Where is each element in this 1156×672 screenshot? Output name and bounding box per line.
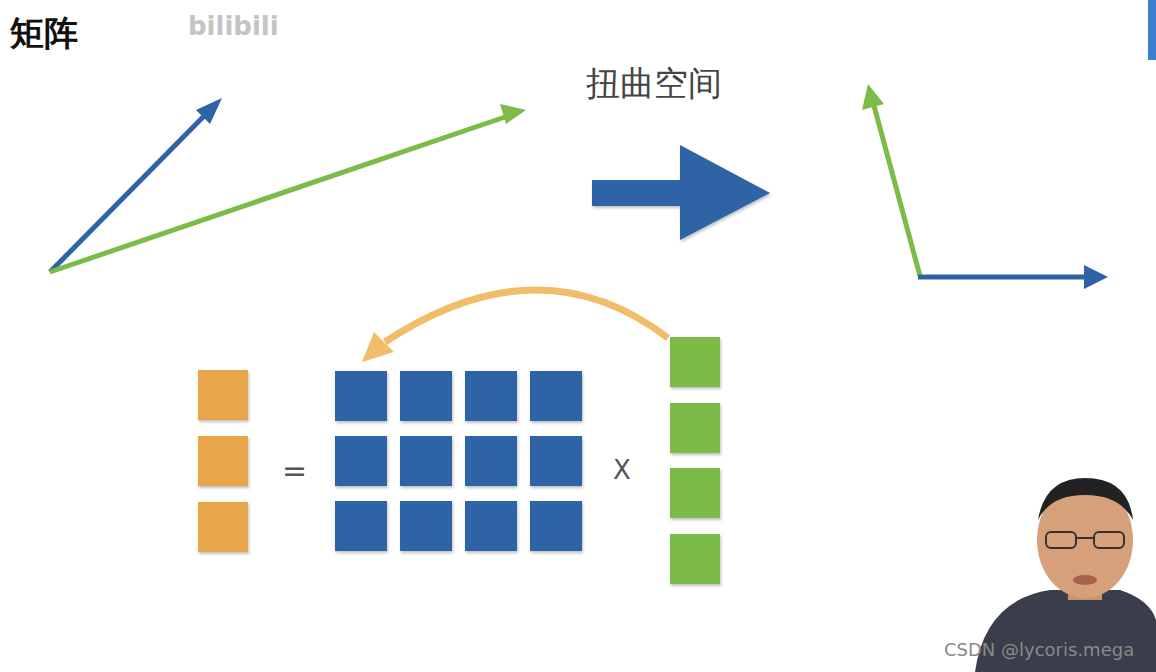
curved-arrow [362, 290, 668, 362]
input-vector [670, 337, 720, 584]
watermark: bilibili [188, 12, 279, 42]
output-vectors [862, 84, 1108, 289]
caption-label: 扭曲空间 [586, 64, 722, 103]
edge-bar [1148, 0, 1156, 60]
slide-title: 矩阵 [10, 14, 78, 53]
result-vector [198, 370, 248, 552]
equals-sign: = [282, 454, 307, 489]
input-vectors [50, 98, 526, 272]
transform-arrow [592, 145, 770, 240]
matrix-grid [335, 371, 582, 551]
times-sign: X [613, 456, 631, 486]
watermark: CSDN @lycoris.mega [944, 640, 1134, 661]
